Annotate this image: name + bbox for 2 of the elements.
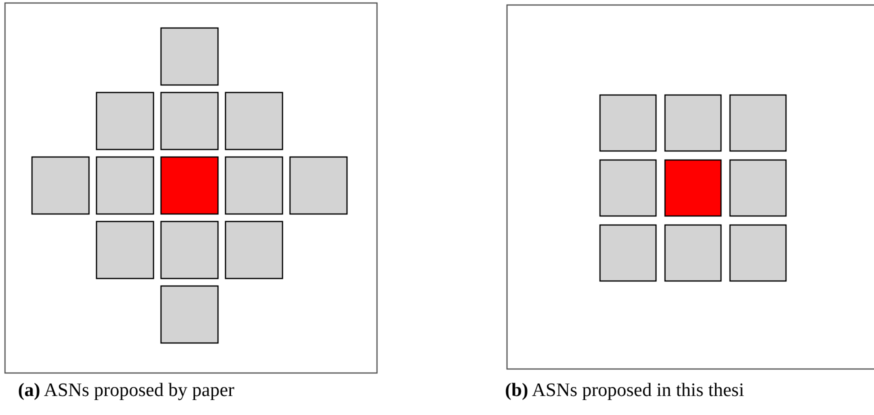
- figure-caption: (a) ASNs proposed by paper: [18, 380, 234, 402]
- figure-caption: (b) ASNs proposed in this thesi: [505, 380, 744, 402]
